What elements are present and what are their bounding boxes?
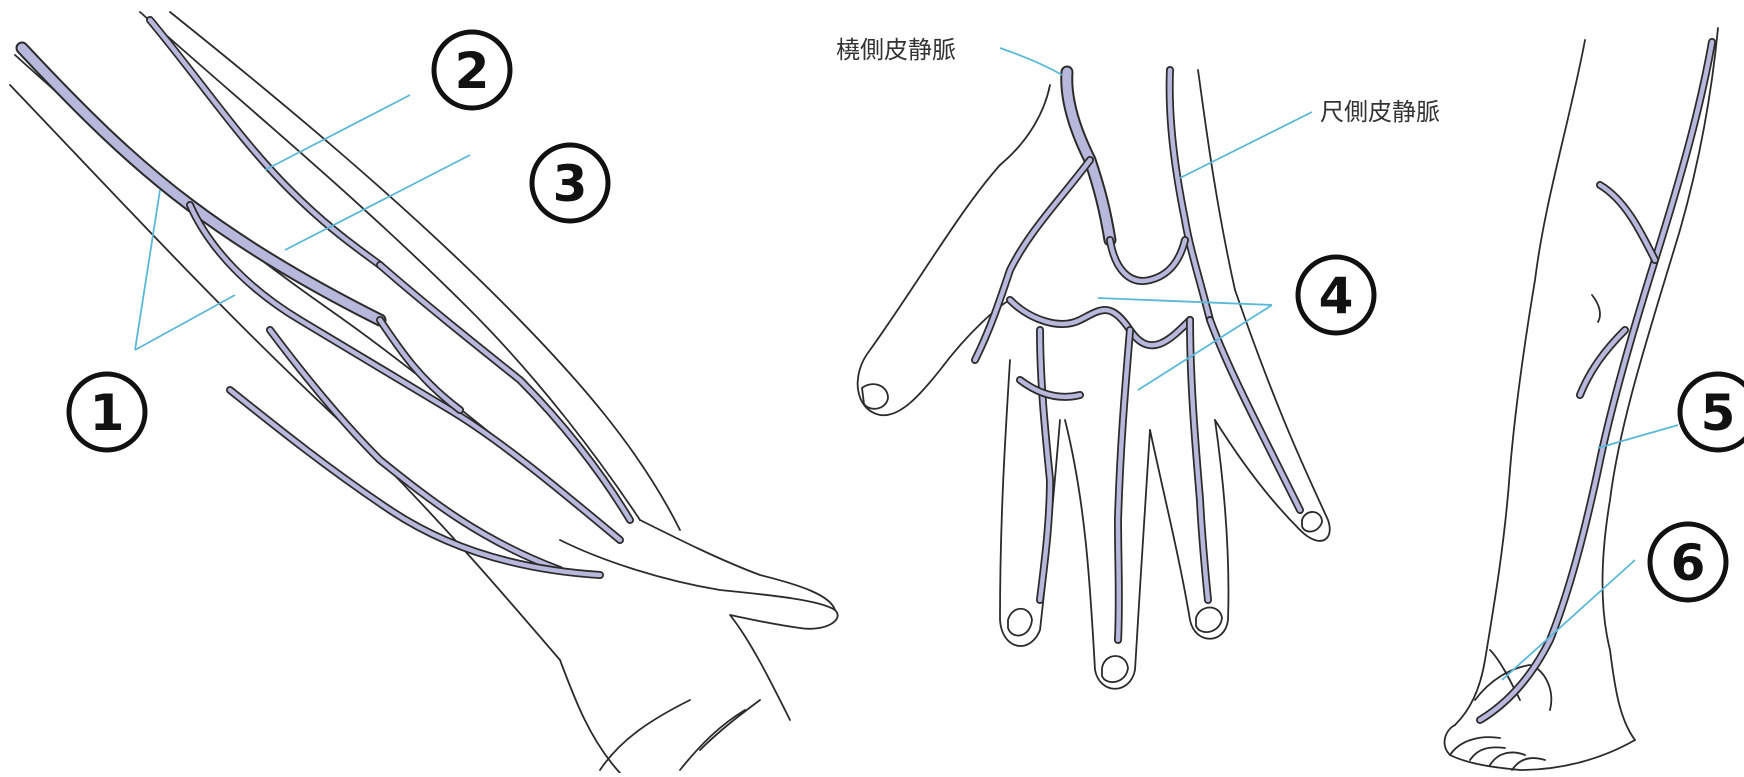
marker-2-label: 2 bbox=[455, 42, 490, 100]
marker-6-label: 6 bbox=[1671, 534, 1706, 592]
forearm-outline-top bbox=[140, 12, 640, 520]
forearm-outline-top2 bbox=[170, 12, 680, 530]
middle-nail bbox=[1102, 656, 1128, 682]
marker-5-label: 5 bbox=[1701, 384, 1736, 442]
leader-line-ulnar bbox=[1180, 112, 1312, 178]
wrist-outline-right bbox=[1198, 70, 1235, 290]
thumbnail bbox=[862, 384, 888, 409]
label-radial-vein: 橈側皮静脈 bbox=[836, 36, 956, 64]
wrist-outline-left bbox=[1000, 85, 1050, 165]
marker-6: 6 bbox=[1650, 524, 1726, 600]
saphenous-vein-edge bbox=[1480, 42, 1712, 720]
marker-2: 2 bbox=[434, 32, 510, 108]
marker-1-label: 1 bbox=[90, 384, 125, 442]
little-nail bbox=[1302, 512, 1322, 532]
marker-3-label: 3 bbox=[553, 155, 588, 213]
foot-outline bbox=[1445, 725, 1635, 770]
leader-line-4a bbox=[1098, 298, 1272, 305]
thumb-outline-2 bbox=[858, 165, 1010, 415]
leader-line-1a bbox=[135, 190, 160, 350]
label-ulnar-vein: 尺側皮静脈 bbox=[1320, 98, 1440, 126]
middle-finger-outline bbox=[1065, 420, 1150, 689]
marker-5: 5 bbox=[1680, 374, 1744, 450]
knee-mark bbox=[1592, 295, 1600, 322]
ring-finger-outline bbox=[1150, 420, 1228, 639]
leader-line-radial bbox=[1000, 48, 1062, 75]
leader-line-2 bbox=[265, 95, 410, 170]
marker-3: 3 bbox=[532, 145, 608, 221]
leg-illustration: 5 6 bbox=[1445, 28, 1744, 770]
forearm-outline-lower bbox=[10, 85, 560, 660]
index-nail bbox=[1008, 609, 1032, 636]
dorsal-venous-network bbox=[975, 70, 1300, 640]
marker-1: 1 bbox=[69, 374, 145, 450]
thumb-outline bbox=[640, 520, 835, 610]
leg-branch-vein-edge bbox=[1600, 185, 1655, 260]
toes-outline bbox=[1450, 737, 1545, 770]
leader-line-3 bbox=[285, 155, 470, 250]
forearm-branch-veins bbox=[150, 20, 630, 575]
saphenous-vein bbox=[1480, 42, 1712, 720]
marker-4: 4 bbox=[1298, 257, 1374, 333]
hand-illustration: 橈側皮静脈 尺側皮静脈 4 bbox=[836, 36, 1440, 689]
marker-4-label: 4 bbox=[1319, 267, 1354, 325]
ring-nail bbox=[1196, 608, 1222, 633]
leader-line-1b bbox=[135, 295, 235, 350]
forearm-illustration: 2 3 1 bbox=[10, 12, 838, 773]
